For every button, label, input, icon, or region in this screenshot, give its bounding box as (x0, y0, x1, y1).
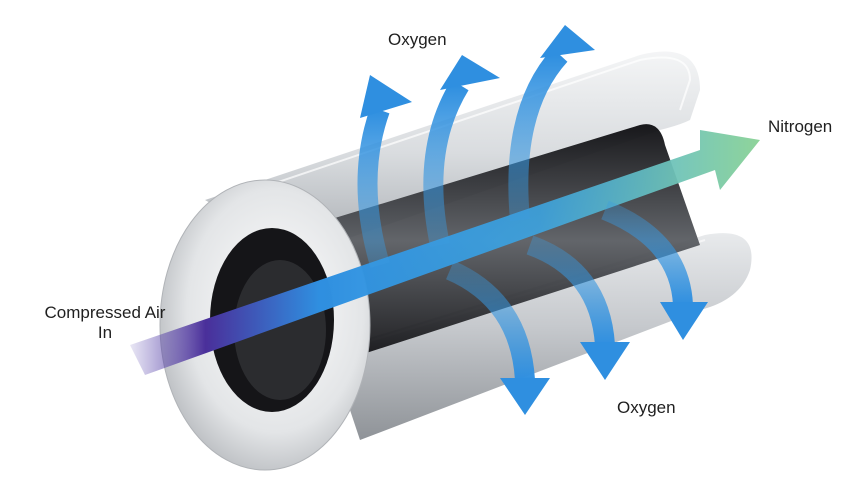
tube-upper-shell (205, 51, 700, 256)
nitrogen-flow-arrow (130, 130, 760, 375)
compressed-air-label-line1: Compressed Air (44, 303, 166, 322)
oxygen-arrows-up (357, 25, 595, 268)
oxygen-top-label: Oxygen (388, 30, 447, 49)
nitrogen-label: Nitrogen (768, 117, 833, 136)
oxygen-bottom-label: Oxygen (617, 398, 676, 417)
compressed-air-label: Compressed Air In (30, 303, 180, 343)
oxygen-arrows-down (445, 200, 708, 415)
compressed-air-label-line2: In (97, 323, 113, 342)
